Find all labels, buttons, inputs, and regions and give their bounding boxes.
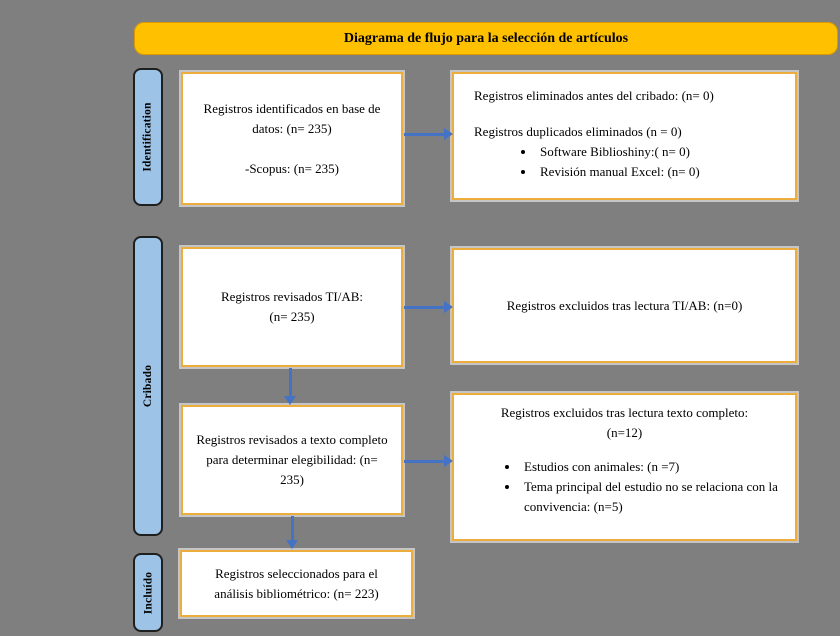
diagram-title: Diagrama de flujo para la selección de a… (343, 30, 629, 46)
records-removed-line: Registros eliminados antes del cribado: … (474, 88, 714, 103)
arrow-fulltext-to-included (286, 516, 298, 549)
arrow-identified-to-removed (404, 128, 453, 140)
stage-label-cribado-text: Cribado (142, 364, 155, 408)
box-records-excluded-tiab: Registros excluidos tras lectura TI/AB: … (452, 248, 797, 363)
bullet-excel: Revisión manual Excel: (n= 0) (536, 162, 785, 182)
bullet-animal-studies: Estudios con animales: (n =7) (520, 457, 781, 477)
stage-label-identification: Identification (133, 68, 163, 206)
arrow-screened-to-excluded-tiab (404, 301, 453, 313)
stage-label-identification-text: Identification (142, 102, 154, 172)
records-screened-count: (n= 235) (269, 309, 315, 324)
records-fulltext-text: Registros revisados a texto completo par… (196, 432, 388, 487)
exclusion-reasons-bullet-list: Estudios con animales: (n =7) Tema princ… (464, 457, 785, 517)
records-identified-scopus: -Scopus: (n= 235) (245, 160, 339, 176)
bullet-biblioshiny: Software Biblioshiny:( n= 0) (536, 142, 785, 162)
box-records-removed-before-screening: Registros eliminados antes del cribado: … (452, 72, 797, 200)
stage-label-cribado: Cribado (133, 236, 163, 536)
records-excluded-ft-count: (n=12) (606, 425, 643, 440)
bullet-topic-unrelated: Tema principal del estudio no se relacio… (520, 477, 781, 517)
records-screened-text: Registros revisados TI/AB: (220, 289, 364, 304)
box-records-fulltext-reviewed: Registros revisados a texto completo par… (181, 405, 403, 515)
arrow-fulltext-to-excluded-ft (404, 455, 453, 467)
box-records-screened-tiab: Registros revisados TI/AB: (n= 235) (181, 247, 403, 367)
box-records-excluded-fulltext: Registros excluidos tras lectura texto c… (452, 393, 797, 541)
box-records-included: Registros seleccionados para el análisis… (180, 550, 413, 617)
records-excluded-tiab-text: Registros excluidos tras lectura TI/AB: … (506, 297, 743, 313)
stage-label-incluido-text: Incluído (142, 571, 155, 614)
duplicates-bullet-list: Software Biblioshiny:( n= 0) Revisión ma… (474, 142, 785, 182)
diagram-title-banner: Diagrama de flujo para la selección de a… (134, 22, 838, 55)
records-included-text: Registros seleccionados para el análisis… (214, 565, 379, 601)
records-excluded-ft-title: Registros excluidos tras lectura texto c… (500, 405, 749, 420)
stage-label-incluido: Incluído (133, 553, 163, 632)
records-duplicates-line: Registros duplicados eliminados (n = 0) (474, 124, 682, 139)
records-identified-text: Registros identificados en base de datos… (203, 100, 381, 136)
box-records-identified: Registros identificados en base de datos… (181, 72, 403, 205)
arrow-screened-to-fulltext (284, 368, 296, 405)
